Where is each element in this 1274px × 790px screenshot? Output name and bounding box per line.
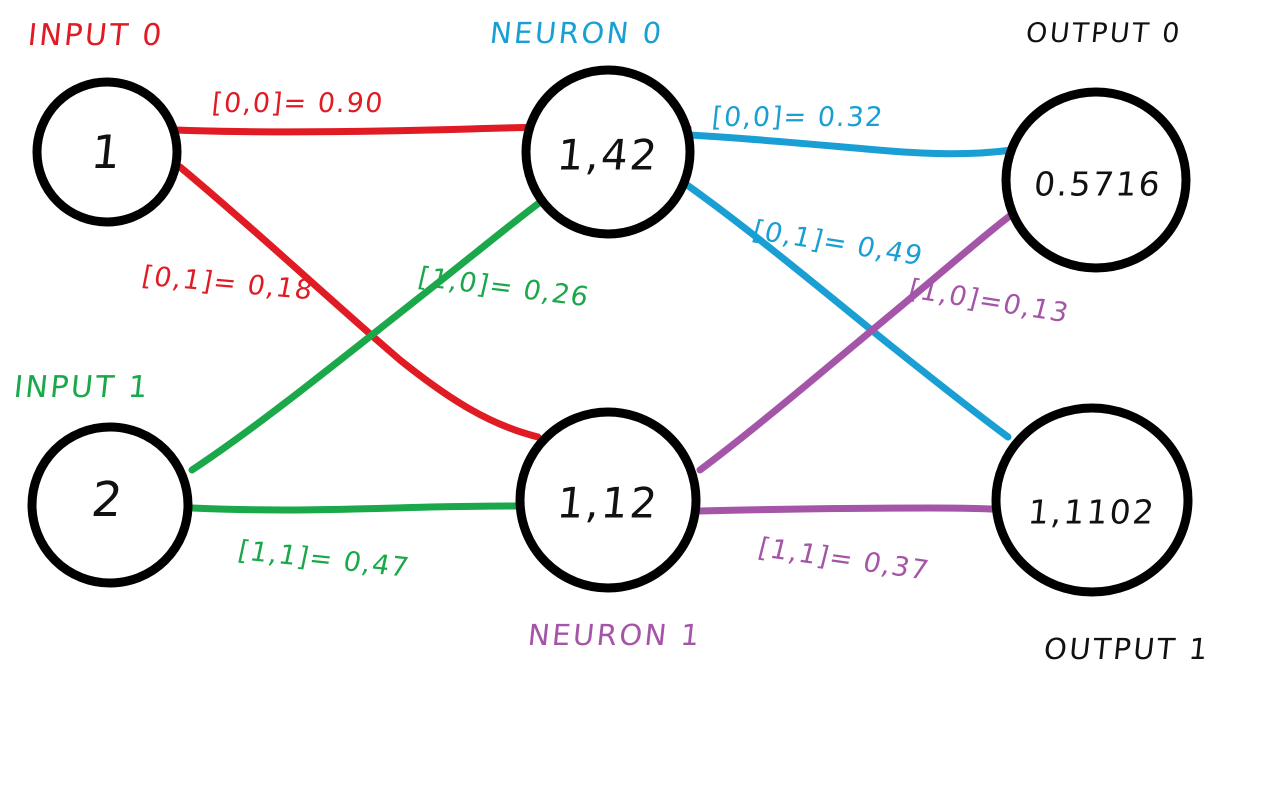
weight-label-l2-00: [0,0]= 0.32: [710, 102, 886, 133]
title-output-0-text: OUTPUT 0: [1024, 18, 1184, 49]
title-output-0: OUTPUT 0: [1024, 18, 1184, 49]
weight-label-l1-00: [0,0]= 0.90: [210, 88, 386, 119]
title-input-0: INPUT 0: [26, 18, 166, 53]
node-neuron-0[interactable]: [521, 65, 695, 239]
edge-neuron1-output1: [696, 504, 1016, 515]
node-value-neuron-1-text: 1,12: [554, 478, 662, 528]
title-neuron-1: NEURON 1: [526, 618, 704, 652]
edge-neuron0-output0: [686, 131, 1016, 158]
node-value-output-1-text: 1,1102: [1026, 492, 1158, 532]
title-neuron-0-text: NEURON 0: [488, 16, 666, 50]
node-value-input-1-text: 2: [88, 472, 128, 528]
node-value-input-0: 1: [89, 125, 126, 179]
title-input-1-text: INPUT 1: [12, 370, 152, 405]
node-output-0[interactable]: [1001, 87, 1191, 273]
title-output-1-text: OUTPUT 1: [1042, 632, 1212, 666]
edge-input0-neuron1: [176, 163, 542, 441]
title-input-0-text: INPUT 0: [26, 18, 166, 53]
edge-input1-neuron1: [188, 502, 528, 514]
title-neuron-1-text: NEURON 1: [526, 618, 704, 652]
node-output-1[interactable]: [991, 403, 1193, 597]
edge-input1-neuron0: [188, 184, 564, 474]
node-value-neuron-0-text: 1,42: [554, 130, 662, 180]
node-input-1[interactable]: [27, 422, 193, 588]
title-input-1: INPUT 1: [12, 370, 152, 405]
node-neuron-1[interactable]: [515, 407, 701, 593]
title-neuron-0: NEURON 0: [488, 16, 666, 50]
weight-label-l2-00-text: [0,0]= 0.32: [710, 102, 886, 133]
node-value-output-0: 0.5716: [1032, 164, 1164, 204]
node-value-output-1: 1,1102: [1026, 492, 1158, 532]
title-output-1: OUTPUT 1: [1042, 632, 1212, 666]
weight-label-l1-00-text: [0,0]= 0.90: [210, 88, 386, 119]
node-value-output-0-text: 0.5716: [1032, 164, 1164, 204]
node-value-input-1: 2: [88, 472, 128, 528]
node-input-0[interactable]: [32, 77, 182, 227]
node-value-input-0-text: 1: [88, 125, 126, 179]
node-value-neuron-1: 1,12: [554, 478, 662, 528]
edge-neuron1-output0: [696, 203, 1026, 474]
node-value-neuron-0: 1,42: [554, 130, 662, 180]
